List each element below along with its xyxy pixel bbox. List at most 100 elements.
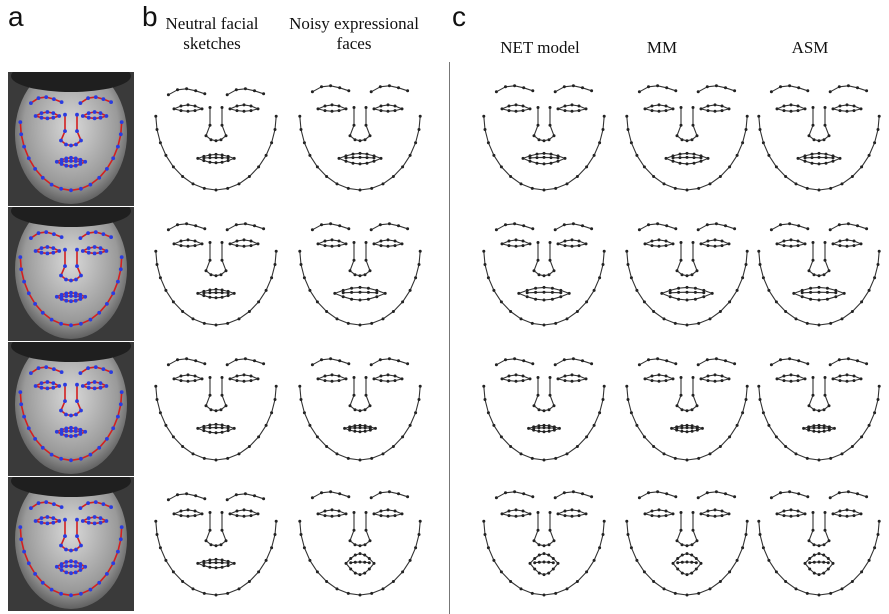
landmark-point	[549, 376, 552, 379]
landmark-point	[364, 138, 367, 141]
landmark-point	[585, 512, 588, 515]
landmark-point	[248, 445, 251, 448]
landmark-point	[392, 175, 395, 178]
landmark-point	[75, 399, 79, 403]
landmark-point	[762, 276, 765, 279]
landmark-point	[187, 380, 190, 383]
landmark-point	[630, 546, 633, 549]
landmark-point	[520, 452, 523, 455]
landmark-point	[187, 373, 190, 376]
landmark-point	[366, 162, 369, 165]
landmark-point	[69, 593, 73, 597]
landmark-point	[551, 287, 554, 290]
landmark-point	[706, 223, 709, 226]
landmark-point	[274, 398, 277, 401]
landmark-point	[215, 156, 218, 159]
landmark-point	[348, 427, 351, 430]
landmark-point	[238, 182, 241, 185]
landmark-point	[79, 187, 83, 191]
landmark-point	[99, 111, 103, 115]
landmark-point	[838, 223, 841, 226]
landmark-point	[779, 85, 782, 88]
landmark-point	[74, 294, 78, 298]
landmark-point	[63, 518, 67, 522]
landmark-point	[709, 182, 712, 185]
landmark-point	[227, 157, 230, 160]
landmark-point	[353, 259, 356, 262]
landmark-point	[818, 274, 821, 277]
landmark-point	[270, 546, 273, 549]
landmark-point	[647, 491, 650, 494]
landmark-point	[29, 506, 33, 510]
landmark-point	[22, 280, 26, 284]
landmark-point	[860, 435, 863, 438]
landmark-point	[194, 109, 197, 112]
landmark-point	[205, 269, 208, 272]
landmark-point	[333, 292, 336, 295]
landmark-point	[522, 379, 525, 382]
landmark-point	[846, 373, 849, 376]
landmark-point	[418, 398, 421, 401]
landmark-point	[658, 238, 661, 241]
landmark-point	[215, 426, 218, 429]
landmark-point	[394, 244, 397, 247]
landmark-point	[350, 298, 353, 301]
landmark-point	[812, 106, 815, 109]
landmark-point	[359, 156, 362, 159]
landmark-point	[116, 280, 120, 284]
landmark-point	[347, 227, 350, 230]
landmark-point	[644, 512, 647, 515]
landmark-point	[375, 291, 378, 294]
landmark-point	[860, 242, 863, 245]
landmark-point	[797, 510, 800, 513]
landmark-point	[686, 291, 689, 294]
landmark-point	[825, 153, 828, 156]
asm-face-3	[749, 340, 889, 474]
landmark-point	[728, 242, 731, 245]
landmark-point	[87, 116, 91, 120]
landmark-point	[515, 508, 518, 511]
landmark-point	[745, 533, 748, 536]
landmark-point	[537, 394, 540, 397]
landmark-point	[694, 298, 697, 301]
net-model-face-3	[474, 340, 614, 474]
landmark-point	[394, 510, 397, 513]
landmark-point	[52, 232, 56, 236]
landmark-point	[482, 250, 485, 253]
landmark-point	[69, 414, 73, 418]
landmark-point	[522, 224, 525, 227]
landmark-point	[724, 492, 727, 495]
landmark-point	[572, 222, 575, 225]
landmark-point	[853, 510, 856, 513]
landmark-point	[324, 379, 327, 382]
landmark-point	[578, 240, 581, 243]
landmark-point	[75, 113, 79, 117]
landmark-point	[243, 508, 246, 511]
landmark-point	[797, 105, 800, 108]
landmark-point	[853, 375, 856, 378]
landmark-point	[172, 435, 175, 438]
landmark-point	[665, 492, 668, 495]
landmark-point	[711, 292, 714, 295]
landmark-point	[173, 377, 176, 380]
landmark-point	[74, 548, 78, 552]
landmark-point	[797, 157, 800, 160]
landmark-point	[419, 520, 422, 523]
landmark-point	[81, 114, 85, 118]
landmark-point	[724, 224, 727, 227]
landmark-point	[167, 228, 170, 231]
landmark-point	[860, 570, 863, 573]
landmark-point	[397, 86, 400, 89]
net-model-face-2	[474, 205, 614, 339]
landmark-point	[418, 533, 421, 536]
landmark-point	[513, 357, 516, 360]
landmark-point	[226, 363, 229, 366]
landmark-point	[208, 296, 211, 299]
landmark-point	[547, 561, 550, 564]
landmark-point	[829, 457, 832, 460]
landmark-point	[180, 240, 183, 243]
landmark-point	[767, 559, 770, 562]
landmark-point	[847, 490, 850, 493]
landmark-point	[354, 138, 357, 141]
landmark-point	[658, 103, 661, 106]
